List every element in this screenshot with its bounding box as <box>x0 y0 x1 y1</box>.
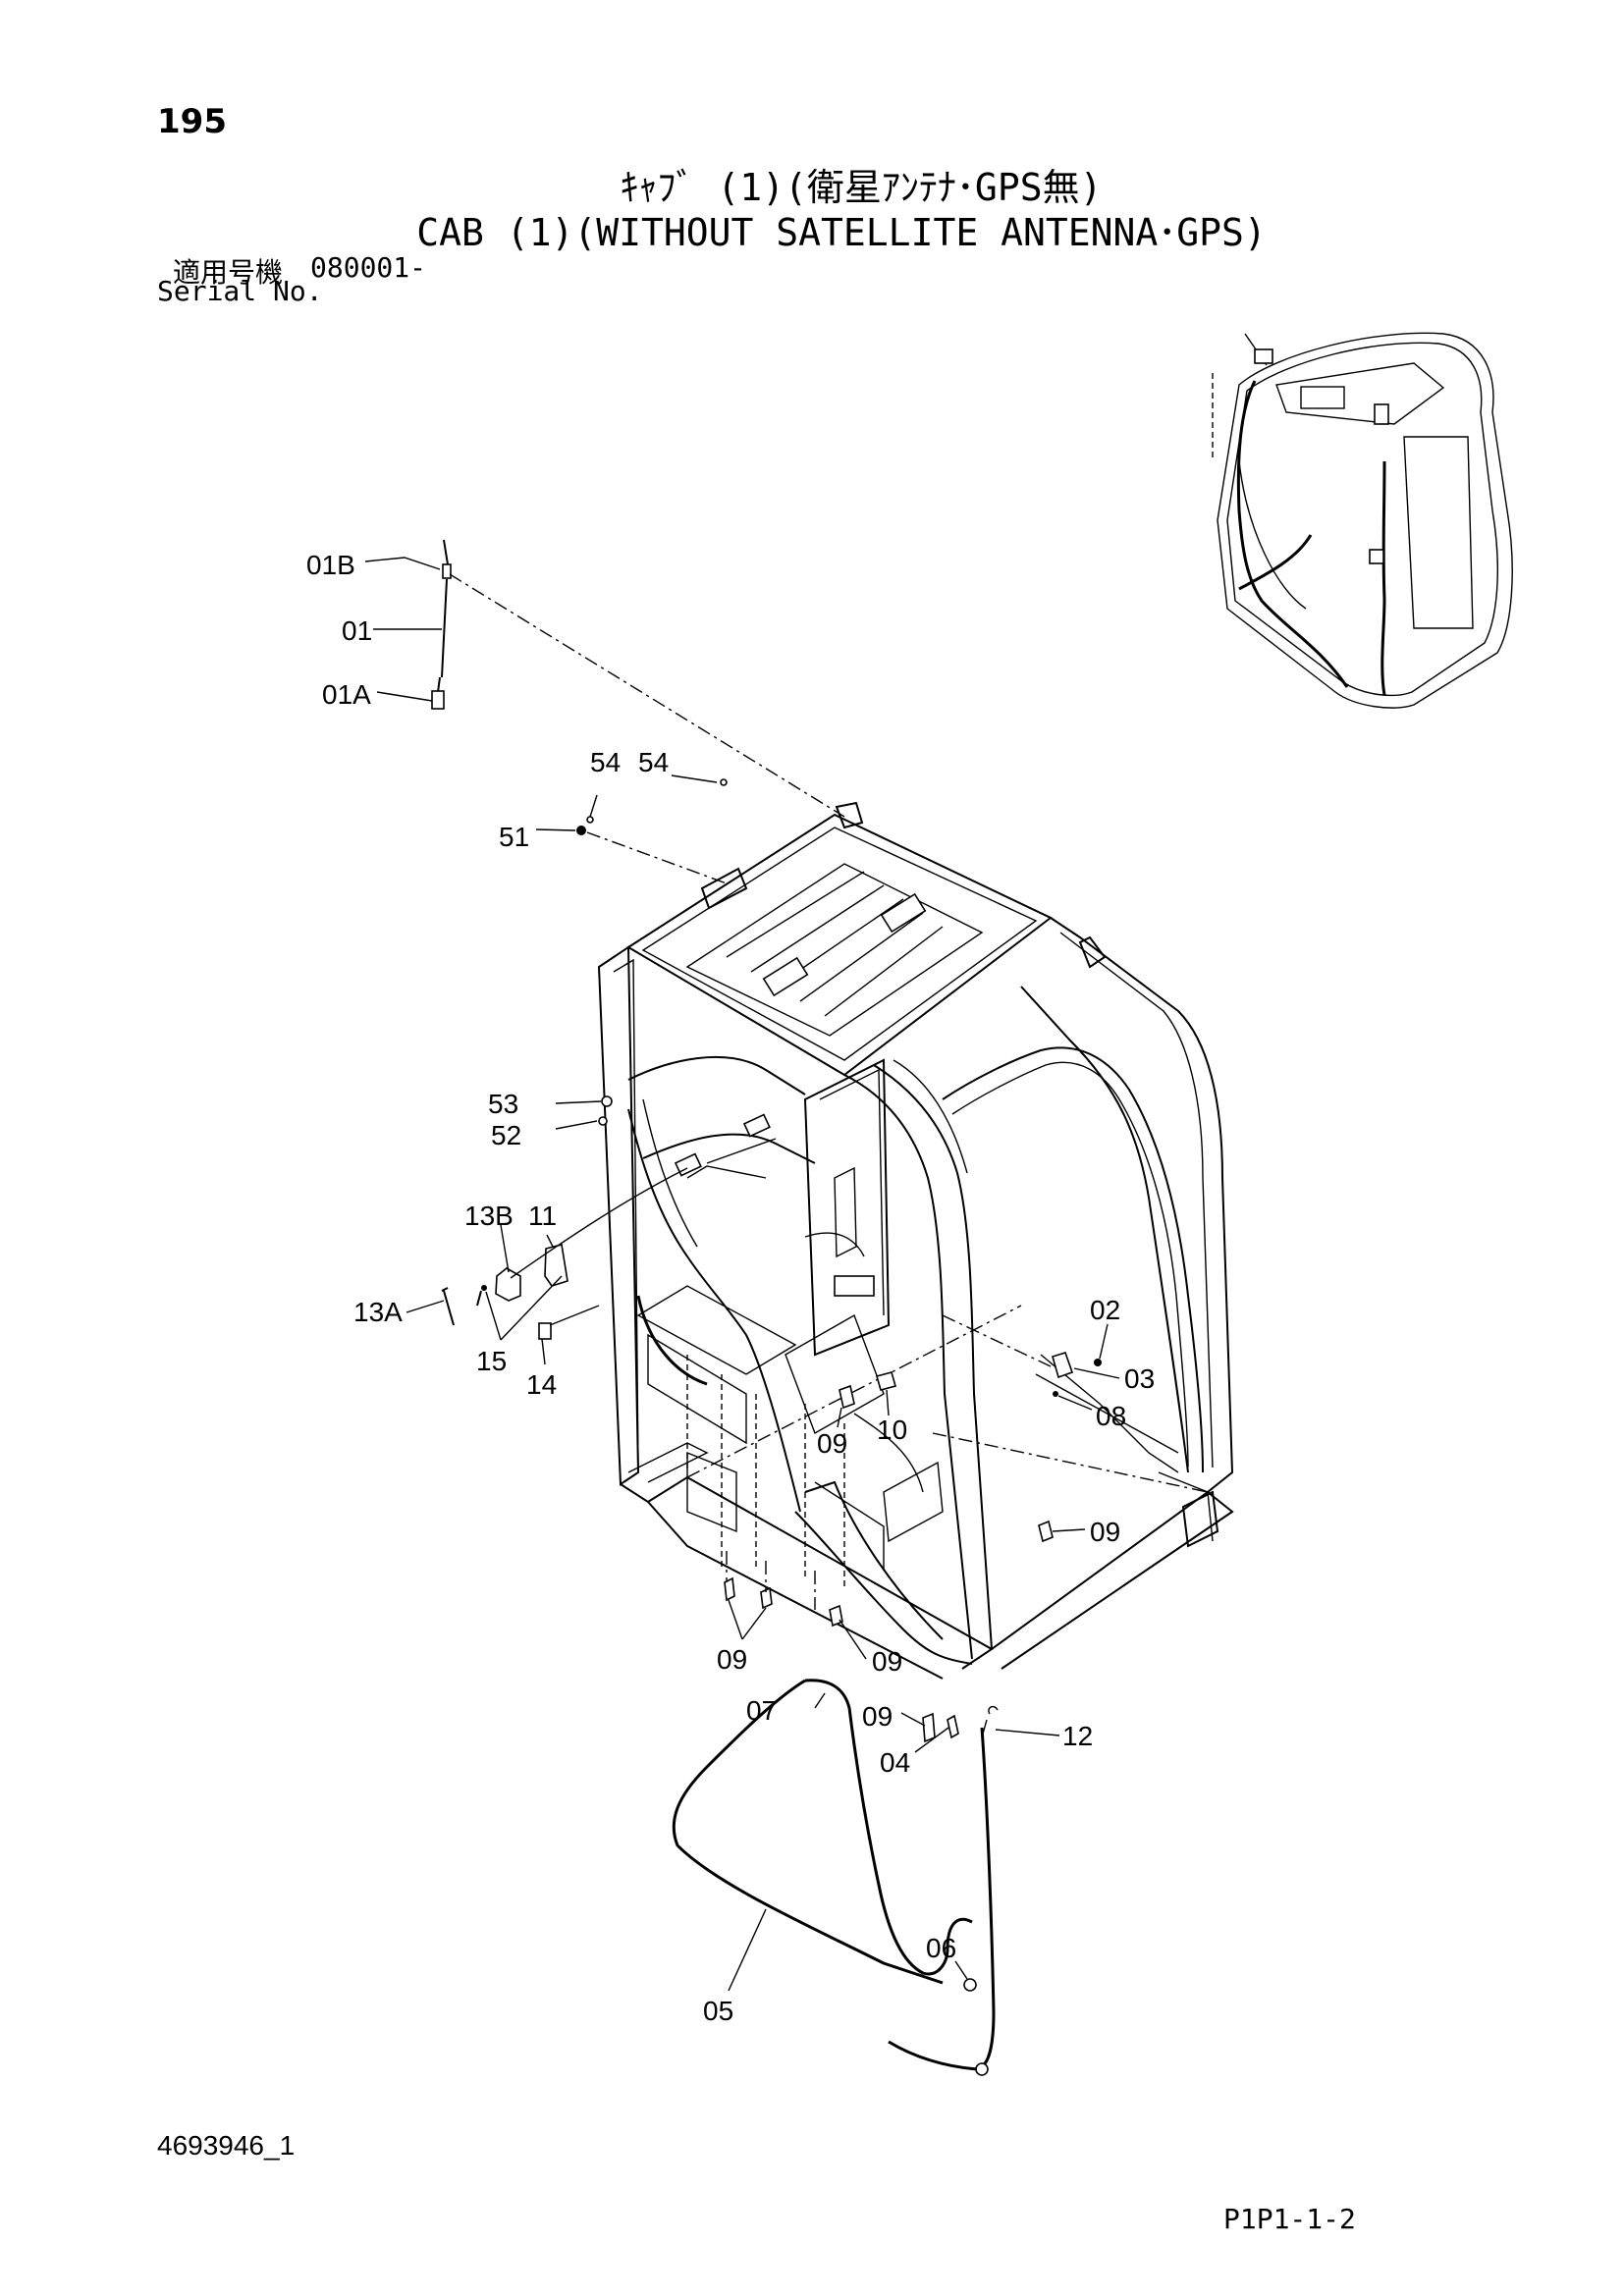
callout-01: 01 <box>342 615 372 646</box>
callout-09-lower-left: 09 <box>717 1644 747 1675</box>
title-japanese: ｷｬﾌﾞ (1)(衛星ｱﾝﾃﾅ･GPS無) <box>620 166 1103 209</box>
serial-label-english: Serial No. <box>157 275 323 307</box>
callout-07: 07 <box>746 1695 777 1726</box>
callout-01B: 01B <box>306 550 355 580</box>
callout-10: 10 <box>877 1415 907 1445</box>
serial-label-japanese: 適用号機 <box>173 256 284 289</box>
inset-cab-view <box>1212 332 1513 709</box>
callout-02: 02 <box>1090 1295 1120 1325</box>
callout-labels: 01B 01 01A 54 54 51 53 52 13B 11 13A 15 … <box>306 550 1155 2026</box>
callout-53: 53 <box>488 1089 518 1119</box>
page-number: 195 <box>157 102 227 141</box>
cab-frame <box>597 813 1234 1680</box>
callout-09-lower-mid: 09 <box>872 1646 902 1677</box>
callout-09-bottom: 09 <box>862 1701 893 1732</box>
callout-52: 52 <box>491 1120 521 1150</box>
callout-13A: 13A <box>353 1297 403 1327</box>
callout-01A: 01A <box>322 679 371 710</box>
callout-15: 15 <box>476 1346 507 1376</box>
callout-05: 05 <box>703 1996 733 2026</box>
callout-08: 08 <box>1096 1401 1126 1431</box>
serial-number-value: 080001- <box>310 251 427 284</box>
callout-51: 51 <box>499 822 529 852</box>
callout-03: 03 <box>1124 1363 1155 1394</box>
leader-lines <box>364 557 1120 1992</box>
callout-13B: 13B <box>464 1201 514 1231</box>
callout-14: 14 <box>526 1369 557 1400</box>
callout-12: 12 <box>1062 1721 1093 1751</box>
callout-09-upper: 09 <box>817 1428 847 1459</box>
antenna-assembly <box>431 539 864 829</box>
drawing-number: 4693946_1 <box>157 2130 296 2161</box>
title-english: CAB (1)(WITHOUT SATELLITE ANTENNA･GPS) <box>416 211 1267 254</box>
callout-04: 04 <box>880 1747 910 1778</box>
callout-09-right: 09 <box>1090 1517 1120 1547</box>
page-reference: P1P1-1-2 <box>1223 2203 1356 2235</box>
small-parts <box>441 778 1102 1743</box>
callout-06: 06 <box>926 1933 956 1963</box>
callout-54-right: 54 <box>638 747 669 777</box>
callout-11: 11 <box>528 1201 557 1231</box>
cables <box>672 1679 996 2076</box>
callout-54-left: 54 <box>590 747 621 777</box>
